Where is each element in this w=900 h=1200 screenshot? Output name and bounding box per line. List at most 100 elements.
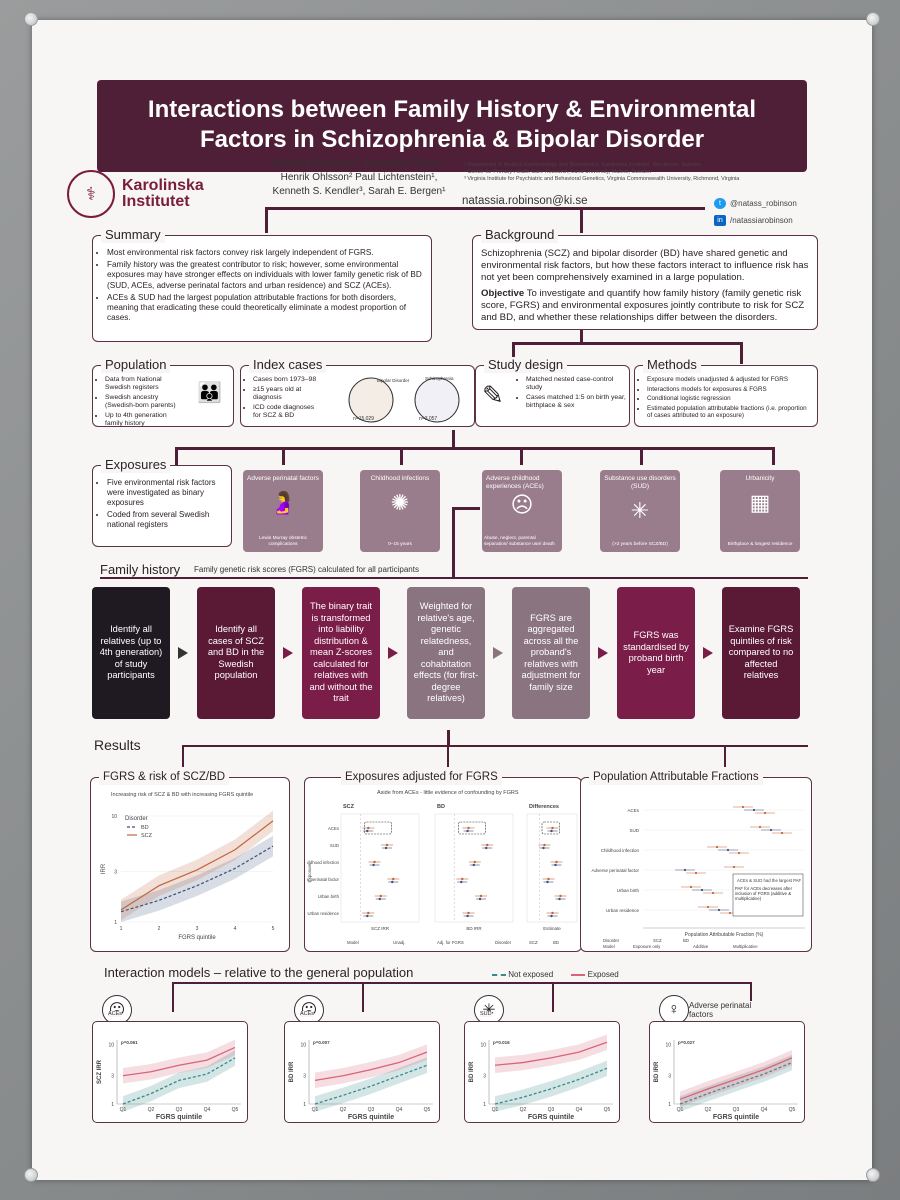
legend-entry: Additive (693, 944, 709, 949)
fh-step-7: Examine FGRS quintiles of risk compared … (722, 587, 800, 719)
panel-frame (340, 813, 420, 923)
y-tick-label: 10 (480, 1043, 486, 1049)
twitter-icon: t (714, 198, 726, 210)
methods-bullet: Conditional logistic regression (647, 395, 813, 403)
exposure-row-label: ACEs (328, 826, 339, 831)
connector-line (580, 330, 583, 344)
logo-line-2: Institutet (122, 193, 190, 210)
index-cases-bullet: ICD code diagnoses for SCZ & BD (253, 404, 323, 420)
interaction-legend: Not exposed Exposed (492, 970, 619, 979)
point-estimate (752, 808, 756, 812)
point-estimate (706, 905, 710, 909)
exposure-card-caption: (>2 years before SCZ/BD) (612, 542, 668, 547)
flow-arrow-icon (178, 647, 188, 659)
point-estimate (559, 894, 562, 898)
highlight-box (458, 821, 486, 835)
connector-line (452, 507, 455, 577)
objective-paragraph: Objective To investigate and quantify ho… (481, 288, 809, 324)
author-line: Natassia Robinson¹, Alexander Ploner¹, (271, 158, 447, 169)
fh-step-5: FGRS are aggregated across all the proba… (512, 587, 590, 719)
point-estimate (485, 846, 488, 850)
ci-band (315, 1044, 427, 1089)
buildings-icon: ▦ (749, 490, 771, 515)
x-axis-label: BD IRR (466, 926, 482, 931)
fgrs-chart-box: FGRS & risk of SCZ/BD Increasing risk of… (90, 769, 290, 952)
ci-band (121, 835, 273, 922)
point-estimate (460, 880, 463, 884)
connector-line (447, 745, 449, 767)
exposures-adjusted-box: Exposures adjusted for FGRS Aside from A… (304, 769, 582, 952)
point-estimate (542, 846, 545, 850)
point-estimate (478, 897, 482, 901)
point-estimate (466, 829, 469, 833)
legend-entry: BD (553, 940, 559, 945)
point-estimate (461, 877, 464, 881)
flow-arrow-icon (388, 647, 398, 659)
point-estimate (737, 851, 741, 855)
ci-band (680, 1050, 792, 1108)
connector-line (452, 507, 480, 510)
methods-bullets: Exposure models unadjusted & adjusted fo… (635, 376, 817, 420)
fh-step-6: FGRS was standardised by proband birth y… (617, 587, 695, 719)
scz-label: Schizophrenia (425, 376, 454, 381)
x-tick-label: Q2 (705, 1107, 712, 1113)
index-cases-box: Index cases Cases born 1973–98 ≥15 years… (240, 357, 475, 427)
methods-bullet: Exposure models unadjusted & adjusted fo… (647, 376, 813, 384)
point-estimate (486, 843, 489, 847)
interaction-icon-label: Adverse perinatal factors (689, 1001, 759, 1019)
not-exposed-swatch (492, 973, 506, 976)
x-axis-label: FGRS quintile (156, 1114, 202, 1121)
x-tick-label: Q2 (340, 1107, 347, 1113)
connector-line (265, 207, 268, 233)
connector-line (552, 982, 554, 1012)
linkedin-link[interactable]: in/natassiarobinson (714, 212, 797, 229)
point-estimate (694, 871, 698, 875)
fh-step-3: The binary trait is transformed into lia… (302, 587, 380, 719)
point-estimate (689, 885, 693, 889)
series-line-bd (120, 845, 274, 913)
note-box (732, 873, 804, 917)
exposure-row-label: Urban birth (318, 894, 340, 899)
index-cases-bullets: Cases born 1973–98 ≥15 years old at diag… (241, 376, 323, 420)
x-tick-label: Q5 (789, 1107, 796, 1113)
index-cases-bullet: Cases born 1973–98 (253, 376, 323, 384)
design-tools-icon: ✎ (482, 380, 504, 410)
y-axis-label: Exposure (307, 863, 312, 883)
highlight-box (364, 821, 393, 835)
contact-email[interactable]: natassia.robinson@ki.se (462, 195, 588, 207)
flow-arrow-icon (598, 647, 608, 659)
x-axis-label: SCZ IRR (371, 926, 390, 931)
fh-step-1: Identify all relatives (up to 4th genera… (92, 587, 170, 719)
summary-box: Summary Most environmental risk factors … (92, 227, 432, 342)
legend-entry: Model (347, 940, 359, 945)
legend-entry: Adj. for FGRS (437, 940, 464, 945)
interaction-icon-label: ACEs (108, 1011, 123, 1017)
connector-line (400, 447, 403, 465)
legend-exposed: Exposed (587, 970, 619, 979)
author-list: Natassia Robinson¹, Alexander Ploner¹, H… (254, 157, 464, 199)
exposure-card-infections: Childhood infections ✺ 0–15 years (360, 470, 440, 552)
interaction-icon-label: ACEs (300, 1011, 315, 1017)
fh-step-text: The binary trait is transformed into lia… (309, 601, 373, 704)
twitter-link[interactable]: t@natass_robinson (714, 195, 797, 212)
x-tick-label: Q4 (396, 1107, 403, 1113)
author-line: Henrik Ohlsson² Paul Lichtenstein¹, (280, 172, 438, 183)
point-estimate (372, 863, 375, 867)
y-tick-label: 3 (668, 1074, 671, 1080)
series-line-exposed (314, 1051, 428, 1082)
point-estimate (384, 846, 388, 850)
y-tick-label: 10 (300, 1043, 306, 1049)
exposure-card-caption: Abuse, neglect, parental separation/ sub… (484, 536, 555, 547)
summary-bullets: Most environmental risk factors convey r… (93, 248, 431, 323)
connector-line (580, 207, 583, 233)
connector-line (447, 730, 450, 747)
point-estimate (732, 865, 736, 869)
fh-step-text: FGRS was standardised by proband birth y… (623, 630, 689, 675)
paf-row-label: Urban residence (606, 908, 640, 913)
background-title: Background (481, 227, 559, 243)
logo-line-1: Karolinska (122, 177, 204, 194)
x-axis-label: FGRS quintile (713, 1114, 759, 1121)
x-axis-label: Estimate (543, 926, 561, 931)
